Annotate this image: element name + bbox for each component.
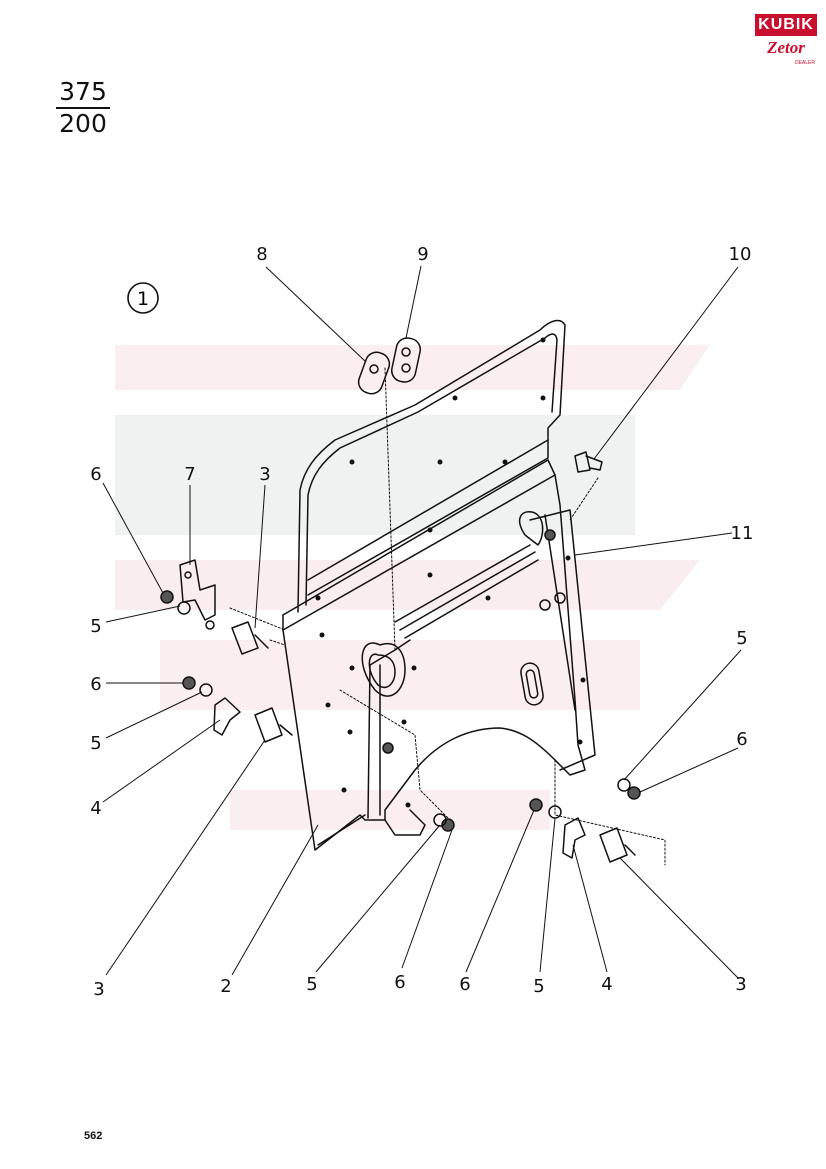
callout-6d: 6 xyxy=(394,972,405,993)
callout-5a: 5 xyxy=(90,616,101,637)
callout-5e: 5 xyxy=(533,976,544,997)
callout-6e: 6 xyxy=(459,974,470,995)
part-5-washer-a2 xyxy=(205,620,215,630)
callout-3c: 3 xyxy=(735,974,746,995)
logo-zetor-text: Zetor xyxy=(767,38,805,57)
page-number: 562 xyxy=(84,1130,103,1142)
callout-3a: 3 xyxy=(259,464,270,485)
part-5-washer-b xyxy=(199,683,213,697)
part-3-rubber-mount-right xyxy=(599,827,636,863)
logo-kubik-text: KUBIK xyxy=(755,14,817,36)
callout-9: 9 xyxy=(417,244,428,265)
callout-3b: 3 xyxy=(93,979,104,1000)
logo-dealer-text: DEALER xyxy=(794,60,815,66)
callout-7: 7 xyxy=(184,464,195,485)
panel-holes xyxy=(315,337,586,808)
callout-6c: 6 xyxy=(736,729,747,750)
kubik-zetor-logo: KUBIK Zetor DEALER xyxy=(755,14,817,72)
callout-4a: 4 xyxy=(90,798,101,819)
part-5-washer-c xyxy=(617,778,631,792)
callout-labels: 8 9 10 6 7 3 11 5 6 5 4 5 6 3 2 5 6 6 5 … xyxy=(90,244,753,1000)
part-5-washer-d xyxy=(433,813,447,827)
callout-11: 11 xyxy=(731,523,754,544)
fraction-numerator: 375 xyxy=(56,78,110,109)
part-3-rubber-mount-left-lower xyxy=(254,707,293,743)
part-4-clip-right xyxy=(562,817,586,859)
page-fraction: 375 200 xyxy=(56,78,110,138)
callout-5d: 5 xyxy=(306,974,317,995)
callout-8: 8 xyxy=(256,244,267,265)
callout-10: 10 xyxy=(729,244,752,265)
part-6-nut-a xyxy=(160,590,174,604)
fasteners xyxy=(160,529,641,832)
part-6-nut-c xyxy=(627,786,641,800)
part-6-nut-b xyxy=(182,676,196,690)
group-number: 1 xyxy=(137,288,149,310)
fraction-denominator: 200 xyxy=(59,109,107,138)
callout-leaders xyxy=(102,265,742,979)
callout-4b: 4 xyxy=(601,974,612,995)
upper-frame-panel xyxy=(297,319,566,613)
part-3-rubber-mount-left-upper xyxy=(231,621,269,655)
part-7-bracket xyxy=(179,559,216,621)
assembly-guide-lines xyxy=(229,367,666,866)
callout-5b: 5 xyxy=(90,733,101,754)
part-8-washer xyxy=(357,351,391,395)
part-4-clip-left xyxy=(213,697,241,736)
hinge-plate xyxy=(520,509,596,771)
slide-rail xyxy=(361,511,544,697)
lower-door-panel xyxy=(282,459,586,851)
part-9-plate xyxy=(390,337,422,383)
callout-5c: 5 xyxy=(736,628,747,649)
callout-6b: 6 xyxy=(90,674,101,695)
part-5-washer-a xyxy=(177,601,191,615)
watermark xyxy=(115,345,710,830)
part-6-nut-e xyxy=(529,798,543,812)
callout-2: 2 xyxy=(220,976,231,997)
group-number-marker: 1 xyxy=(127,282,159,314)
callout-6a: 6 xyxy=(90,464,101,485)
